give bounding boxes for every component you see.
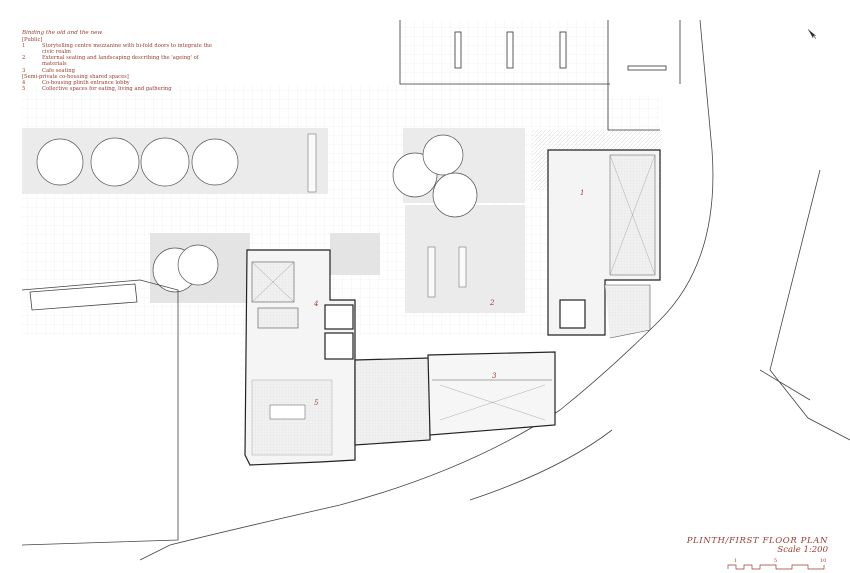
plan-label-1: 1 [580, 189, 584, 197]
legend-item: 2 External seating and landscaping descr… [22, 55, 199, 68]
scale-tick-label: 5 [774, 558, 778, 564]
legend-section-public: [Public] 1 Storytelling centre mezzanine… [22, 37, 222, 74]
north-arrow-icon [807, 29, 817, 39]
title-block: PLINTH/FIRST FLOOR PLAN Scale 1:200 [687, 536, 828, 555]
legend-title: Binding the old and the new [22, 30, 103, 36]
plan-scale: Scale 1:200 [777, 545, 828, 555]
legend: Binding the old and the new [Public] 1 S… [22, 30, 222, 92]
plan-label-4: 4 [313, 300, 318, 308]
plan-label-5: 5 [314, 399, 319, 407]
legend-item: 4 Co-housing plinth entrance lobby [22, 79, 130, 86]
scale-bar: 1 5 10 [726, 558, 830, 572]
plan-label-3: 3 [492, 372, 497, 380]
scale-tick-label: 10 [820, 558, 827, 564]
legend-item: 1 Storytelling centre mezzanine with bi-… [22, 43, 212, 56]
trees [36, 134, 478, 293]
legend-item: 3 Cafe seating [22, 67, 75, 74]
cafe-building [354, 351, 556, 446]
legend-section-header: [Semi-private co-housing shared spaces] [22, 73, 129, 80]
west-building [244, 249, 356, 466]
legend-section-semi-private: [Semi-private co-housing shared spaces] … [22, 74, 222, 92]
neighbouring-buildings-north [399, 20, 681, 131]
plan-label-2: 2 [489, 299, 495, 307]
plan-title: PLINTH/FIRST FLOOR PLAN [686, 536, 828, 546]
legend-item: 5 Collective spaces for eating, living a… [22, 85, 172, 92]
east-building [547, 149, 661, 339]
scale-tick-label: 1 [734, 558, 738, 564]
scale-bar-graphic [727, 564, 825, 570]
plan-labels: 1 2 3 4 5 [313, 189, 584, 407]
legend-section-header: [Public] [22, 37, 43, 44]
